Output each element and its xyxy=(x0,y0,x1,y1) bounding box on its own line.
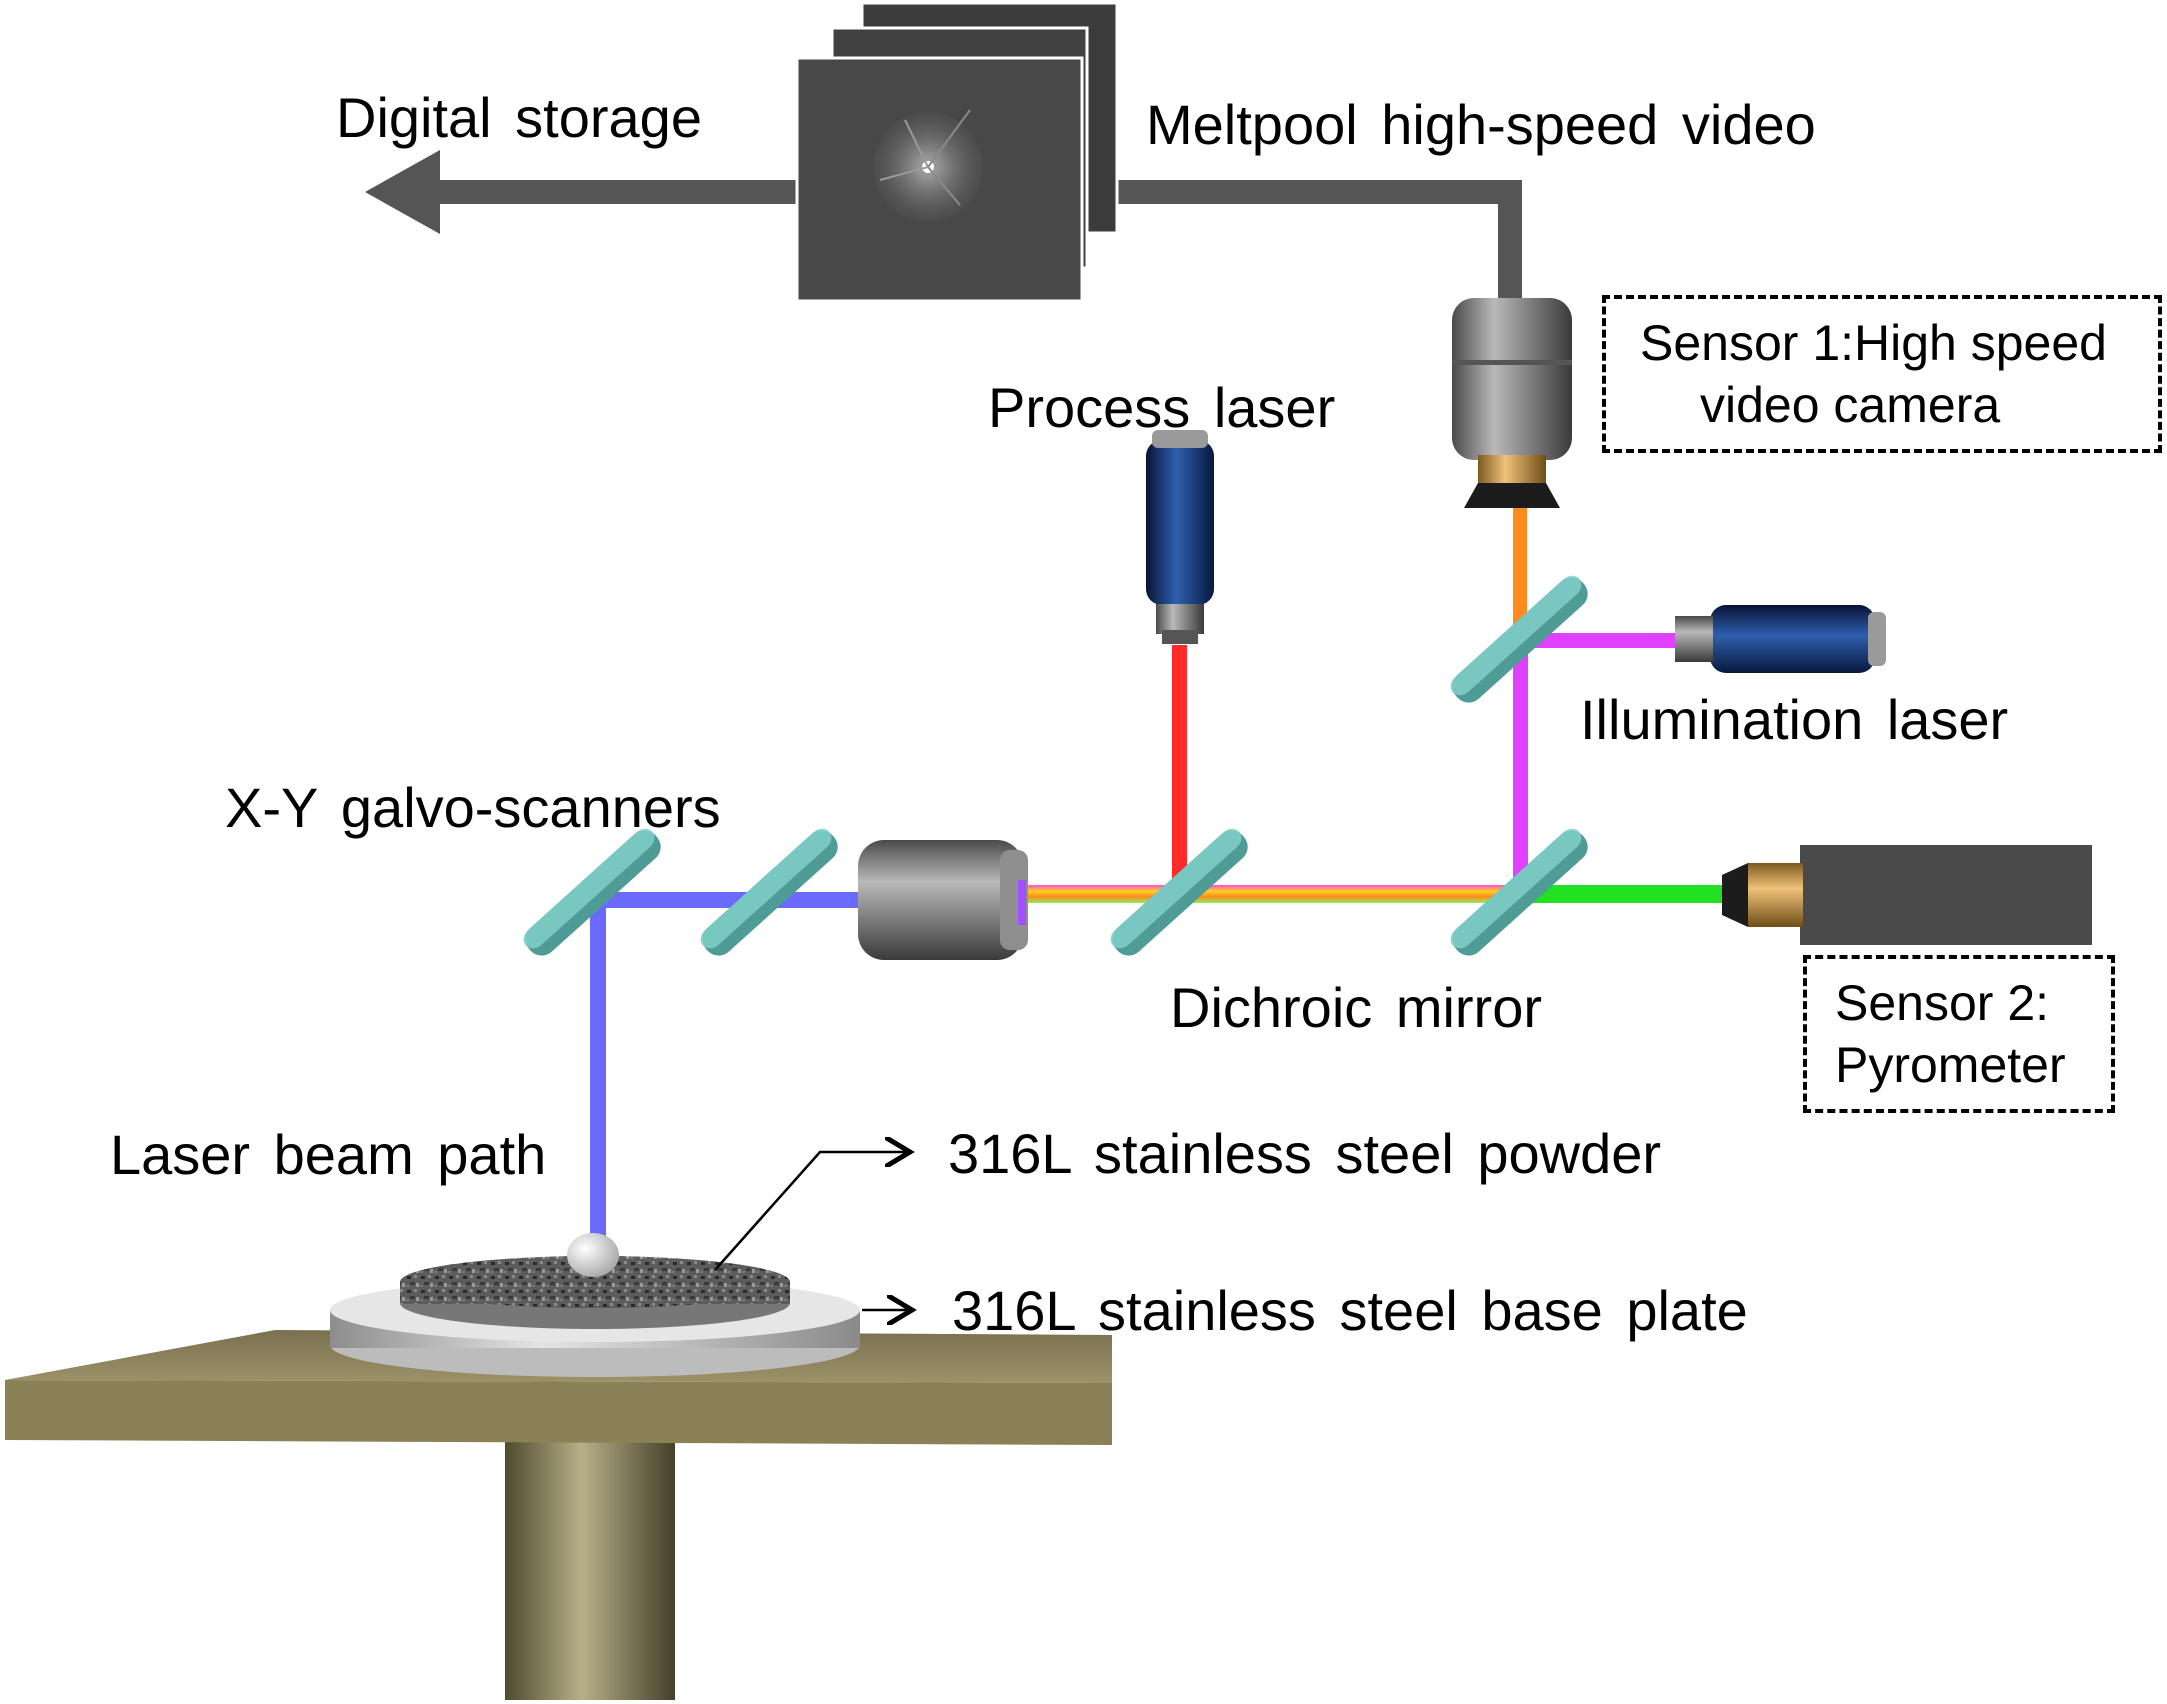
meltpool-video-frames xyxy=(795,1,1119,303)
sensor1-line1: Sensor 1:High speed xyxy=(1640,314,2107,371)
dichroic-mirror-label: Dichroic mirror xyxy=(1170,976,1542,1039)
base-plate-label: 316L stainless steel base plate xyxy=(952,1279,1748,1342)
pyrometer-device xyxy=(1722,845,2092,945)
sensor1-box: Sensor 1:High speed video camera xyxy=(1602,295,2162,453)
illumination-laser-device xyxy=(1675,605,1886,673)
data-flow-arrow xyxy=(365,150,1522,305)
process-beam xyxy=(1172,645,1187,890)
dichroic-mirror-1 xyxy=(1110,828,1248,956)
process-laser-device xyxy=(1146,430,1214,644)
illumination-laser-label: Illumination laser xyxy=(1580,688,2009,751)
digital-storage-label: Digital storage xyxy=(336,86,702,149)
laser-beam-path-label: Laser beam path xyxy=(110,1123,547,1186)
sensor2-line1: Sensor 2: xyxy=(1835,974,2050,1031)
meltpool-video-label: Meltpool high-speed video xyxy=(1146,93,1816,156)
build-platform xyxy=(5,1233,1112,1700)
sensor2-line2: Pyrometer xyxy=(1835,1037,2066,1093)
powder-label: 316L stainless steel powder xyxy=(948,1122,1662,1185)
high-speed-camera xyxy=(1452,298,1572,508)
powder-pointer xyxy=(714,1152,910,1271)
galvo-mirror-2 xyxy=(700,828,838,956)
sensor1-line2: video camera xyxy=(1700,377,2001,433)
combined-beam xyxy=(1005,885,1520,903)
sensor2-box: Sensor 2: Pyrometer xyxy=(1803,955,2115,1113)
galvo-mirror-1 xyxy=(523,828,661,956)
focusing-lens xyxy=(858,840,1028,960)
pyrometer-beam xyxy=(1520,885,1725,903)
galvo-scanners-label: X-Y galvo-scanners xyxy=(225,776,721,839)
scan-beam-v xyxy=(590,892,606,1242)
dichroic-mirror-2 xyxy=(1450,828,1588,956)
scan-beam-h xyxy=(598,892,860,908)
camera-beam xyxy=(1513,495,1527,645)
illumination-beam-h xyxy=(1525,633,1680,648)
process-laser-label: Process laser xyxy=(988,376,1336,439)
beams xyxy=(590,495,1725,1242)
illumination-beam-v xyxy=(1513,640,1528,890)
dichroic-mirror-3 xyxy=(1450,575,1588,703)
